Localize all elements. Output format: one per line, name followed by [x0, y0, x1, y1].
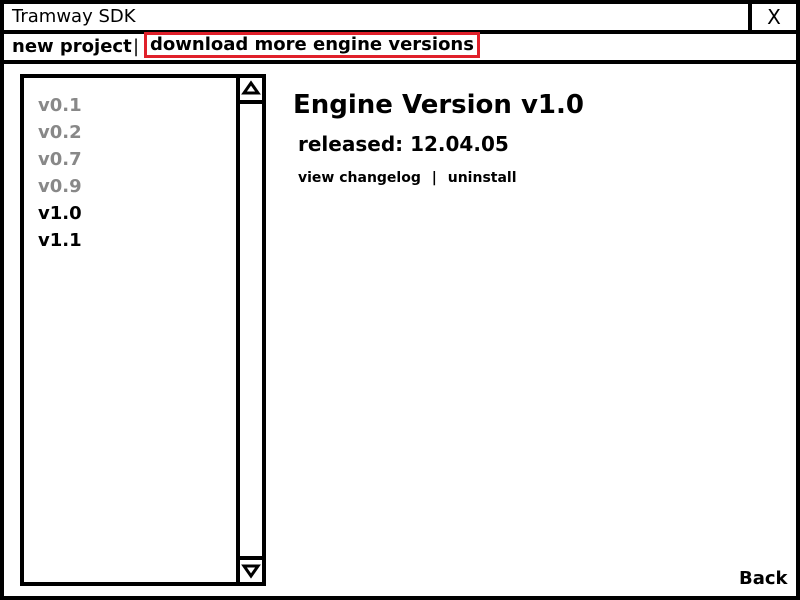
- menu-bar: new project | download more engine versi…: [4, 32, 796, 64]
- close-button[interactable]: X: [748, 4, 796, 30]
- version-items: v0.1 v0.2 v0.7 v0.9 v1.0 v1.1: [38, 92, 82, 254]
- uninstall-link[interactable]: uninstall: [447, 170, 517, 186]
- version-item[interactable]: v1.0: [38, 203, 82, 224]
- menu-separator: |: [133, 36, 140, 57]
- new-project-link[interactable]: new project: [12, 36, 132, 57]
- version-item[interactable]: v0.7: [38, 149, 82, 170]
- scrollbar[interactable]: [236, 78, 262, 582]
- view-changelog-link[interactable]: view changelog: [298, 170, 421, 186]
- version-item[interactable]: v0.1: [38, 95, 82, 116]
- title-bar: Tramway SDK X: [4, 4, 796, 34]
- link-separator: |: [431, 170, 437, 186]
- back-button[interactable]: Back: [739, 568, 788, 589]
- engine-version-title: Engine Version v1.0: [293, 90, 584, 120]
- scroll-down-button[interactable]: [240, 556, 262, 582]
- release-date: released: 12.04.05: [298, 132, 509, 156]
- download-more-versions-link[interactable]: download more engine versions: [144, 32, 480, 58]
- version-item[interactable]: v1.1: [38, 230, 82, 251]
- triangle-down-icon: [241, 564, 261, 579]
- scroll-up-button[interactable]: [240, 78, 262, 104]
- engine-version-list: v0.1 v0.2 v0.7 v0.9 v1.0 v1.1: [20, 74, 266, 586]
- version-item[interactable]: v0.9: [38, 176, 82, 197]
- detail-actions: view changelog | uninstall: [298, 170, 517, 186]
- window-title: Tramway SDK: [12, 6, 136, 27]
- version-item[interactable]: v0.2: [38, 122, 82, 143]
- triangle-up-icon: [241, 80, 261, 95]
